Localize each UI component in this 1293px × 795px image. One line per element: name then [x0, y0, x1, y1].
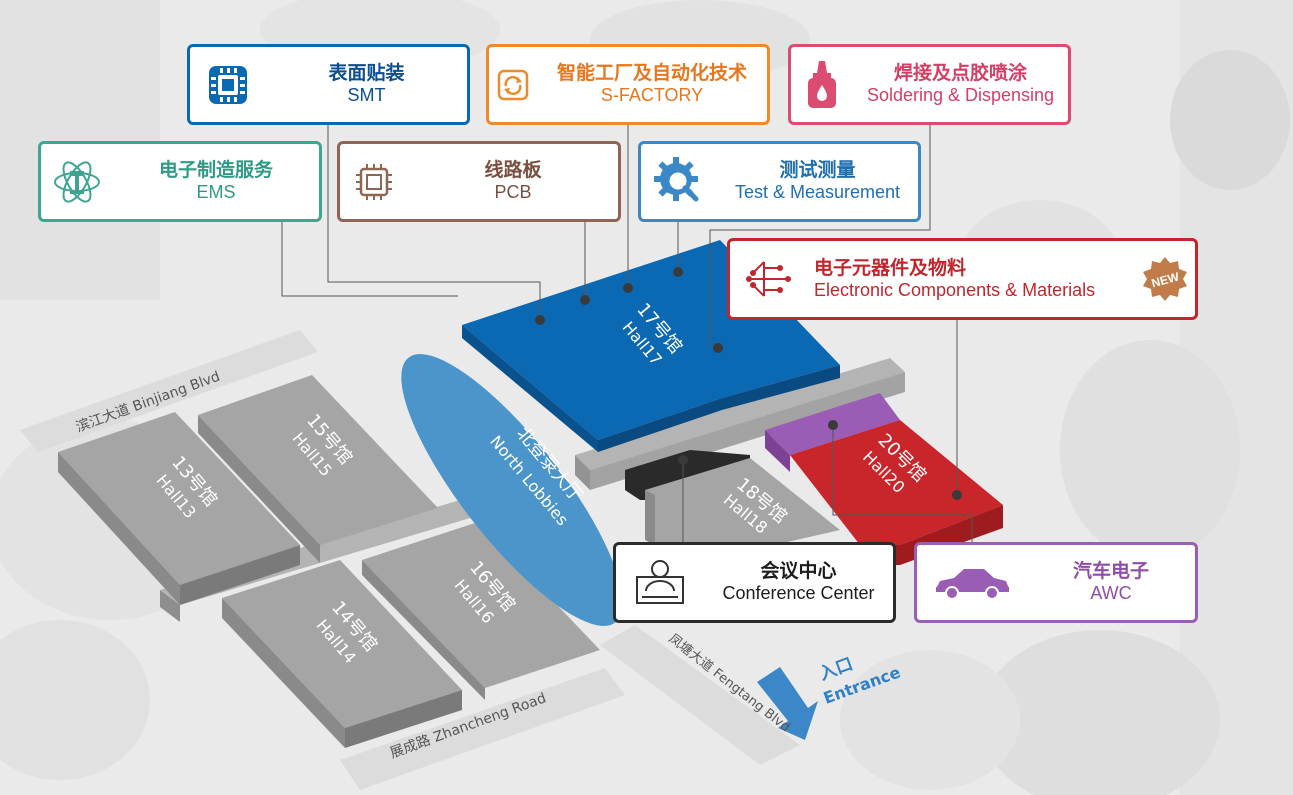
hall13-side — [180, 545, 300, 605]
gear-magnifier-icon — [641, 155, 717, 209]
chip-icon — [190, 62, 266, 108]
corridor-right-side — [575, 455, 590, 490]
hall13-top — [58, 412, 300, 585]
hall20-top — [790, 420, 1003, 545]
hall16-top — [362, 522, 600, 688]
ems-en-label: EMS — [196, 182, 236, 203]
robot-arm-atom-icon — [41, 157, 113, 207]
conference-en-label: Conference Center — [722, 583, 875, 604]
hall17-front — [462, 325, 598, 452]
category-card-test: 测试测量 Test & Measurement — [638, 141, 921, 222]
hall13-front — [58, 452, 180, 605]
glue-bottle-icon — [791, 59, 853, 111]
new-badge: NEW — [1135, 255, 1195, 303]
circuit-chip-icon — [340, 162, 408, 202]
sfactory-cn-label: 智能工厂及自动化技术 — [556, 62, 747, 85]
category-card-smt: 表面贴装 SMT — [187, 44, 470, 125]
pcb-en-label: PCB — [494, 182, 532, 203]
fengtang-road — [600, 625, 800, 765]
awc-cn-label: 汽车电子 — [1072, 560, 1149, 583]
category-card-components: 电子元器件及物料 Electronic Components & Materia… — [727, 238, 1198, 320]
soldering-en-label: Soldering & Dispensing — [866, 85, 1055, 106]
refresh-cycle-icon — [489, 68, 537, 102]
category-card-sfactory: 智能工厂及自动化技术 S-FACTORY — [486, 44, 770, 125]
corridor-right — [575, 358, 905, 470]
category-card-pcb: 线路板 PCB — [337, 141, 621, 222]
hall17-side — [598, 365, 840, 452]
zhancheng-road — [340, 668, 625, 790]
hall16-front — [362, 560, 485, 700]
pcb-cn-label: 线路板 — [484, 159, 542, 182]
category-card-soldering: 焊接及点胶喷涂 Soldering & Dispensing — [788, 44, 1071, 125]
components-cn-label: 电子元器件及物料 — [814, 256, 967, 279]
smt-cn-label: 表面贴装 — [328, 62, 405, 85]
hall18-top — [645, 458, 840, 555]
presenter-icon — [616, 557, 704, 609]
hall15-top — [198, 375, 438, 545]
test-cn-label: 测试测量 — [779, 159, 856, 182]
ems-cn-label: 电子制造服务 — [158, 159, 273, 182]
hall18-front — [645, 490, 655, 545]
circuit-hand-icon — [730, 254, 814, 304]
awc-zone-front — [765, 430, 790, 472]
awc-en-label: AWC — [1090, 583, 1132, 604]
corridor-lower-side — [160, 590, 180, 622]
leader-lines — [281, 125, 973, 542]
components-en-label: Electronic Components & Materials — [814, 279, 1096, 300]
binjiang-road — [20, 330, 318, 452]
conference-cn-label: 会议中心 — [760, 560, 837, 583]
hall14-front — [222, 598, 345, 748]
hall15-front — [198, 415, 320, 563]
hall14-side — [345, 690, 462, 748]
category-card-ems: 电子制造服务 EMS — [38, 141, 322, 222]
test-en-label: Test & Measurement — [734, 182, 901, 203]
smt-en-label: SMT — [347, 85, 386, 106]
hall14-top — [222, 560, 462, 728]
entrance-arrow — [757, 667, 818, 740]
category-card-awc: 汽车电子 AWC — [914, 542, 1198, 623]
soldering-cn-label: 焊接及点胶喷涂 — [893, 62, 1027, 85]
sfactory-en-label: S-FACTORY — [600, 85, 704, 106]
marker-dots — [535, 267, 962, 500]
category-card-conference: 会议中心 Conference Center — [613, 542, 896, 623]
car-icon — [917, 565, 1027, 601]
north-lobbies — [401, 354, 623, 626]
